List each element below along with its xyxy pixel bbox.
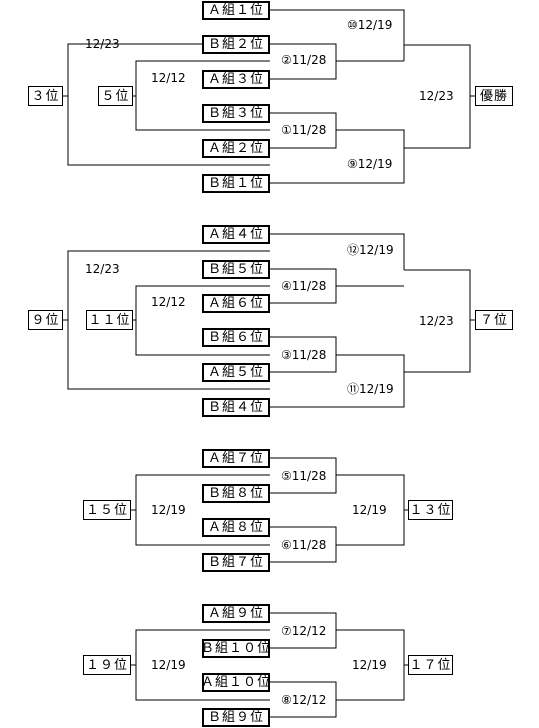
match-date: ⑩12/19 [347, 18, 393, 32]
team-box: Ｂ組３位 [202, 104, 270, 123]
match-date: ⑫12/19 [347, 243, 394, 257]
team-box: Ｂ組８位 [202, 484, 270, 503]
match-date: ③11/28 [281, 348, 327, 362]
bracket-line [270, 9, 405, 45]
rank-box: ９位 [28, 310, 63, 330]
bracket-line [336, 129, 405, 148]
rank-box: １１位 [86, 310, 133, 330]
match-date: ⑪12/19 [347, 382, 394, 396]
team-box: Ａ組１位 [202, 1, 270, 20]
match-date: 12/23 [85, 37, 120, 51]
team-box: Ａ組４位 [202, 225, 270, 244]
team-box: Ａ組６位 [202, 294, 270, 313]
rank-box: ５位 [98, 86, 133, 106]
rank-box: 優勝 [475, 86, 513, 106]
bracket-line [270, 372, 405, 408]
match-date: 12/12 [151, 295, 186, 309]
bracket-line [67, 43, 270, 166]
bracket-line [404, 96, 471, 149]
match-date: 12/12 [151, 71, 186, 85]
rank-box: １５位 [83, 500, 131, 520]
team-box: Ａ組２位 [202, 139, 270, 158]
team-box: Ａ組５位 [202, 363, 270, 382]
team-box: Ｂ組４位 [202, 398, 270, 417]
team-box: Ｂ組６位 [202, 328, 270, 347]
match-date: ⑧12/12 [281, 693, 327, 707]
match-date: 12/23 [419, 89, 454, 103]
rank-box: １７位 [408, 655, 453, 675]
bracket-line [404, 269, 475, 321]
match-date: ②11/28 [281, 53, 327, 67]
bracket-line [270, 148, 405, 184]
match-date: 12/19 [151, 503, 186, 517]
team-box: Ｂ組９位 [202, 708, 270, 727]
rank-box: １９位 [83, 655, 131, 675]
match-date: ①11/28 [281, 123, 327, 137]
team-box: Ａ組８位 [202, 518, 270, 537]
bracket-line [336, 354, 405, 372]
match-date: 12/19 [352, 658, 387, 672]
match-date: ⑦12/12 [281, 624, 327, 638]
bracket-line [404, 320, 471, 373]
rank-box: ７位 [475, 310, 513, 330]
match-date: 12/19 [352, 503, 387, 517]
match-date: ⑤11/28 [281, 469, 327, 483]
team-box: Ｂ組２位 [202, 35, 270, 54]
match-date: ④11/28 [281, 279, 327, 293]
rank-box: ３位 [28, 86, 63, 106]
team-box: Ａ組１０位 [201, 673, 272, 692]
match-date: 12/23 [419, 314, 454, 328]
team-box: Ａ組７位 [202, 449, 270, 468]
team-box: Ｂ組１位 [202, 174, 270, 193]
team-box: Ａ組９位 [202, 604, 270, 623]
match-date: 12/23 [85, 262, 120, 276]
match-date: ⑥11/28 [281, 538, 327, 552]
team-box: Ａ組３位 [202, 70, 270, 89]
bracket-line [270, 233, 405, 270]
match-date: 12/19 [151, 658, 186, 672]
team-box: Ｂ組５位 [202, 260, 270, 279]
rank-box: １３位 [408, 500, 453, 520]
team-box: Ｂ組１０位 [201, 639, 272, 658]
team-box: Ｂ組７位 [202, 553, 270, 572]
match-date: ⑨12/19 [347, 157, 393, 171]
